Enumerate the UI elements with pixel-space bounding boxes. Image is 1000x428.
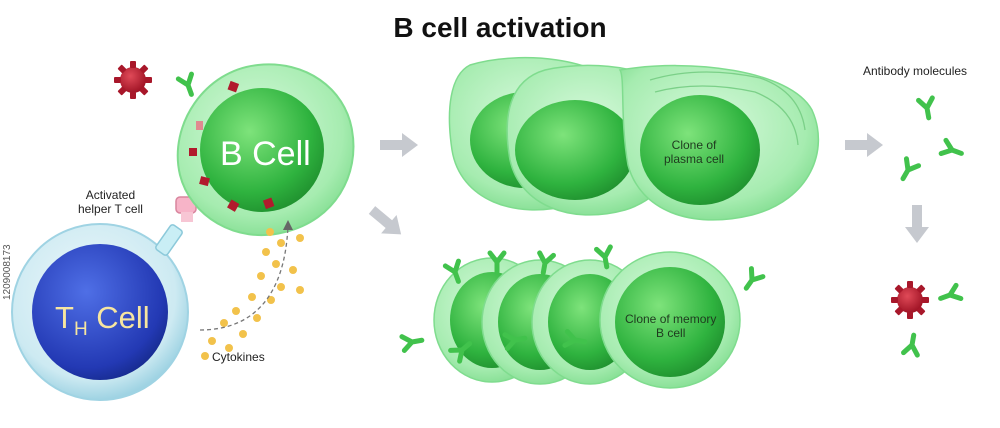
cytokines-label: Cytokines — [212, 350, 265, 364]
neutralized-antigen — [891, 281, 961, 355]
cytokines-dots — [201, 228, 304, 360]
cytokine-arrowhead — [283, 220, 293, 230]
memory-cell-clones — [433, 251, 741, 389]
antigen-icon — [114, 61, 152, 99]
b-cell-receptors — [189, 80, 275, 212]
image-id: 1209008173 — [2, 244, 13, 300]
arrow-down — [905, 205, 929, 243]
memory-cell-label: Clone of memory B cell — [625, 312, 717, 340]
arrow-to-antibodies — [845, 133, 883, 157]
antibody-molecules — [897, 98, 964, 182]
helper-t-cell — [11, 223, 189, 401]
plasma-cell-label: Clone of plasma cell — [664, 138, 725, 166]
antibody-molecules-label: Antibody molecules — [863, 64, 968, 78]
diagram-title: B cell activation — [393, 12, 607, 43]
arrow-to-memory — [364, 200, 409, 244]
tcr-receptor — [155, 196, 197, 256]
helper-t-cell-label: Activated helper T cell — [78, 188, 143, 216]
arrow-to-plasma — [380, 133, 418, 157]
antibody-icon — [178, 74, 198, 97]
plasma-cell-clones — [448, 57, 820, 221]
b-cell — [176, 63, 355, 237]
cytokine-path — [199, 224, 289, 331]
t-cell-label: TH Cell — [55, 300, 150, 341]
b-cell-label: B Cell — [220, 135, 311, 173]
